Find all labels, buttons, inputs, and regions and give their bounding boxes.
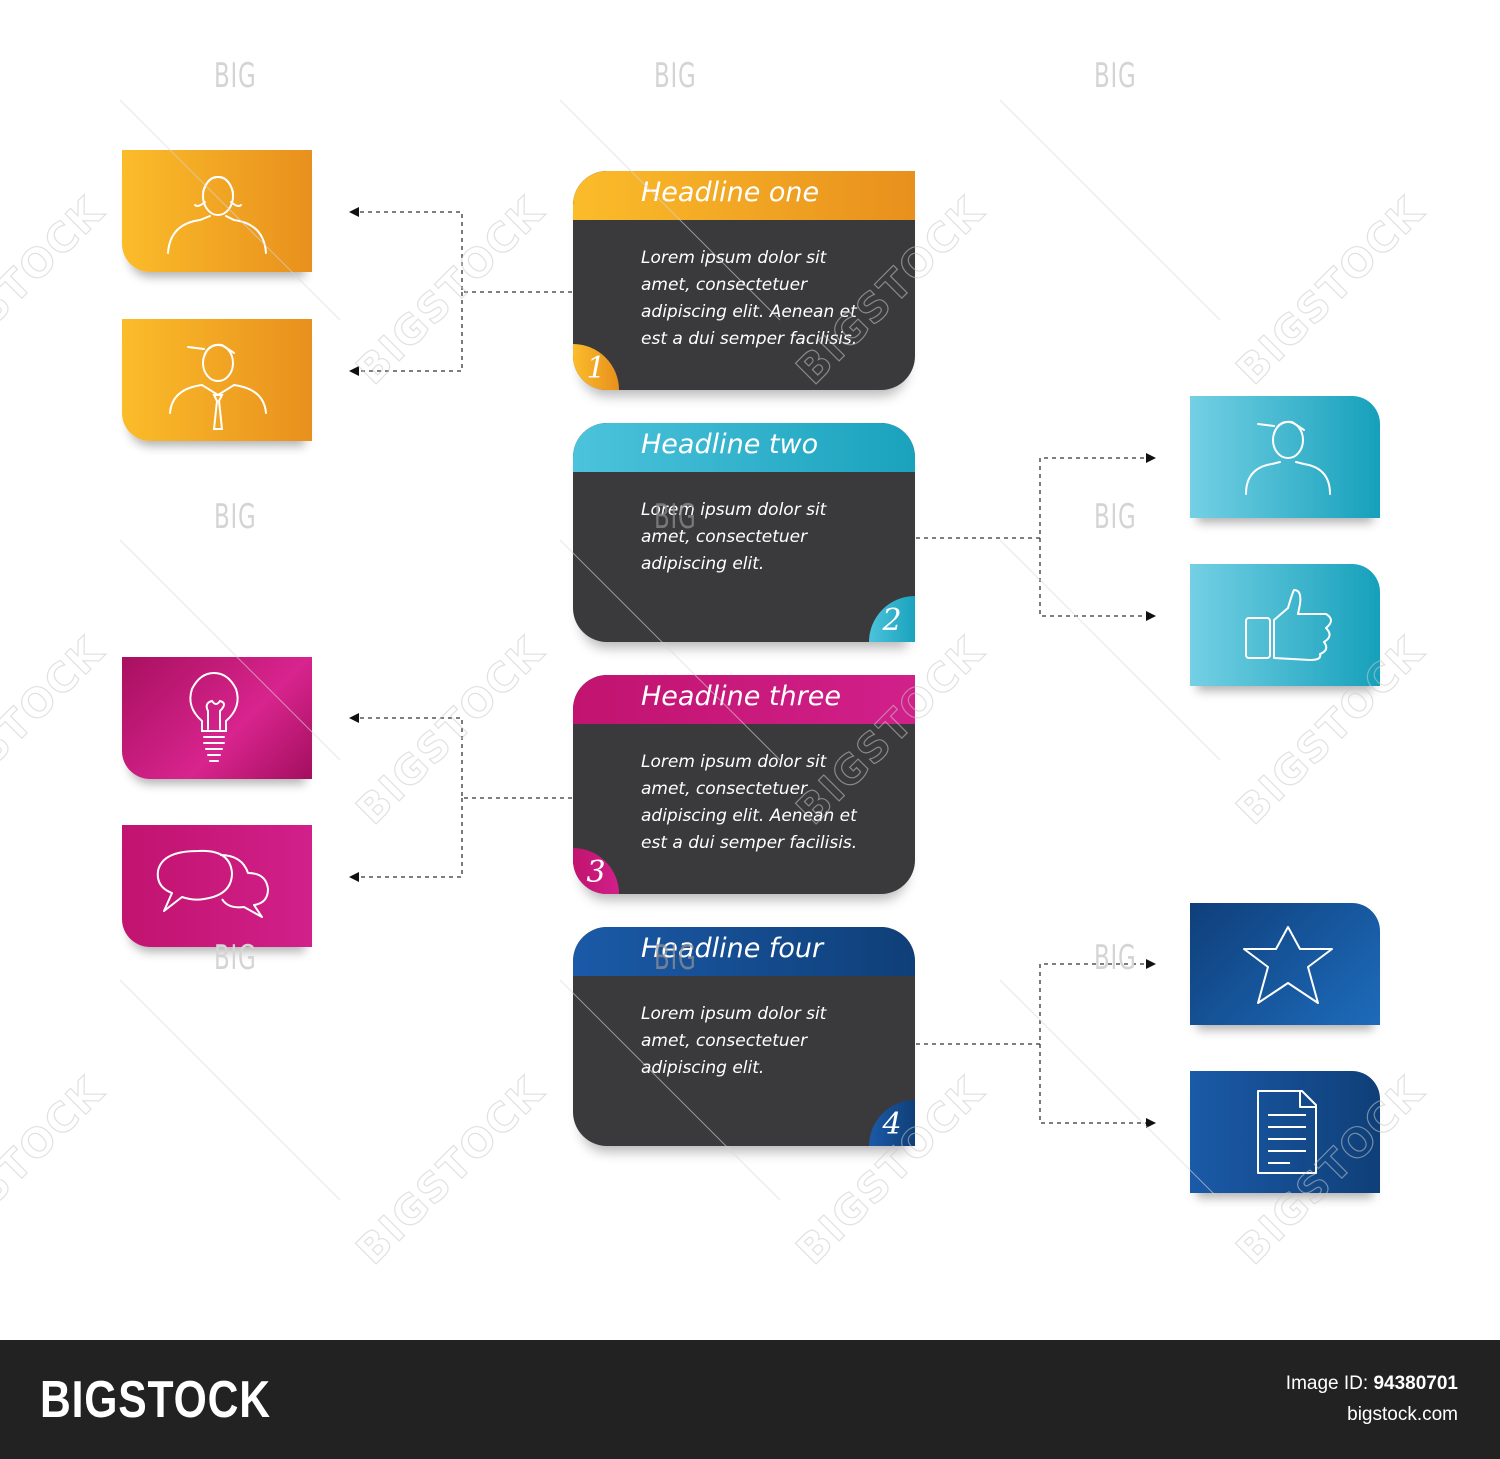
thumbs-up-icon xyxy=(1245,589,1332,661)
man-with-tie-icon xyxy=(169,343,267,430)
watermark-big: BIG xyxy=(1094,56,1137,96)
card-text-line: est a dui semper facilisis. xyxy=(641,833,858,853)
card-text-line: adipiscing elit. Aenean et xyxy=(641,302,857,322)
woman-tile xyxy=(122,150,312,272)
watermark-big: BIG xyxy=(214,56,257,96)
image-id-value: 94380701 xyxy=(1373,1373,1458,1394)
watermark-big: BIG xyxy=(214,497,257,537)
card-number-badge: 4 xyxy=(869,1100,915,1146)
card-body: Lorem ipsum dolor sit amet, consectetuer… xyxy=(641,749,891,857)
watermark-big: BIG xyxy=(654,497,697,537)
image-id-label: Image ID: xyxy=(1285,1373,1369,1394)
card-headline: Headline two xyxy=(641,429,819,460)
card-body: Lorem ipsum dolor sit amet, consectetuer… xyxy=(641,245,891,353)
man-tile xyxy=(122,319,312,441)
star-icon xyxy=(1243,926,1333,1004)
footer-bar: BIGSTOCK Image ID: 94380701 bigstock.com xyxy=(0,1340,1500,1459)
flow-card-2: Headline two Lorem ipsum dolor sit amet,… xyxy=(573,423,915,642)
card-text-line: amet, consectetuer xyxy=(641,1031,808,1051)
card-text-line: Lorem ipsum dolor sit xyxy=(641,248,827,268)
star-tile xyxy=(1190,903,1380,1025)
chat-tile xyxy=(122,825,312,947)
card-headline: Headline one xyxy=(641,177,820,208)
card-header: Headline three xyxy=(573,675,915,724)
brand-logo: BIGSTOCK xyxy=(40,1371,271,1429)
speech-bubbles-icon xyxy=(156,849,269,918)
card-headline: Headline three xyxy=(641,681,841,712)
watermark-big: BIG xyxy=(654,938,697,978)
card-number-badge: 3 xyxy=(573,848,619,894)
card-text-line: adipiscing elit. Aenean et xyxy=(641,806,857,826)
woman-icon xyxy=(167,175,267,254)
image-id: Image ID: 94380701 xyxy=(1286,1373,1458,1395)
card-text-line: adipiscing elit. xyxy=(641,554,765,574)
watermark-big: BIG xyxy=(1094,938,1137,978)
card-text-line: Lorem ipsum dolor sit xyxy=(641,752,827,772)
flow-card-4: Headline four Lorem ipsum dolor sit amet… xyxy=(573,927,915,1146)
card-text-line: amet, consectetuer xyxy=(641,779,808,799)
card-text-line: est a dui semper facilisis. xyxy=(641,329,858,349)
person-icon xyxy=(1245,420,1331,495)
document-icon xyxy=(1257,1090,1317,1174)
card-text-line: amet, consectetuer xyxy=(641,275,808,295)
card-text-line: adipiscing elit. xyxy=(641,1058,765,1078)
light-bulb-icon xyxy=(189,671,239,762)
person-tile xyxy=(1190,396,1380,518)
bulb-tile xyxy=(122,657,312,779)
watermark-big: BIG xyxy=(1094,497,1137,537)
document-tile xyxy=(1190,1071,1380,1193)
card-number-badge: 2 xyxy=(869,596,915,642)
flow-card-1: Headline one Lorem ipsum dolor sit amet,… xyxy=(573,171,915,390)
watermark-big: BIG xyxy=(214,938,257,978)
card-number-badge: 1 xyxy=(573,344,619,390)
card-text-line: Lorem ipsum dolor sit xyxy=(641,1004,827,1024)
flow-card-3: Headline three Lorem ipsum dolor sit ame… xyxy=(573,675,915,894)
card-header: Headline four xyxy=(573,927,915,976)
thumbs-up-tile xyxy=(1190,564,1380,686)
card-body: Lorem ipsum dolor sit amet, consectetuer… xyxy=(641,1001,891,1082)
site-url: bigstock.com xyxy=(1347,1404,1458,1425)
card-header: Headline one xyxy=(573,171,915,220)
card-header: Headline two xyxy=(573,423,915,472)
watermark-big: BIG xyxy=(654,56,697,96)
flowchart-canvas: BIG BIG BIG BIG BIG xyxy=(0,56,1434,1274)
